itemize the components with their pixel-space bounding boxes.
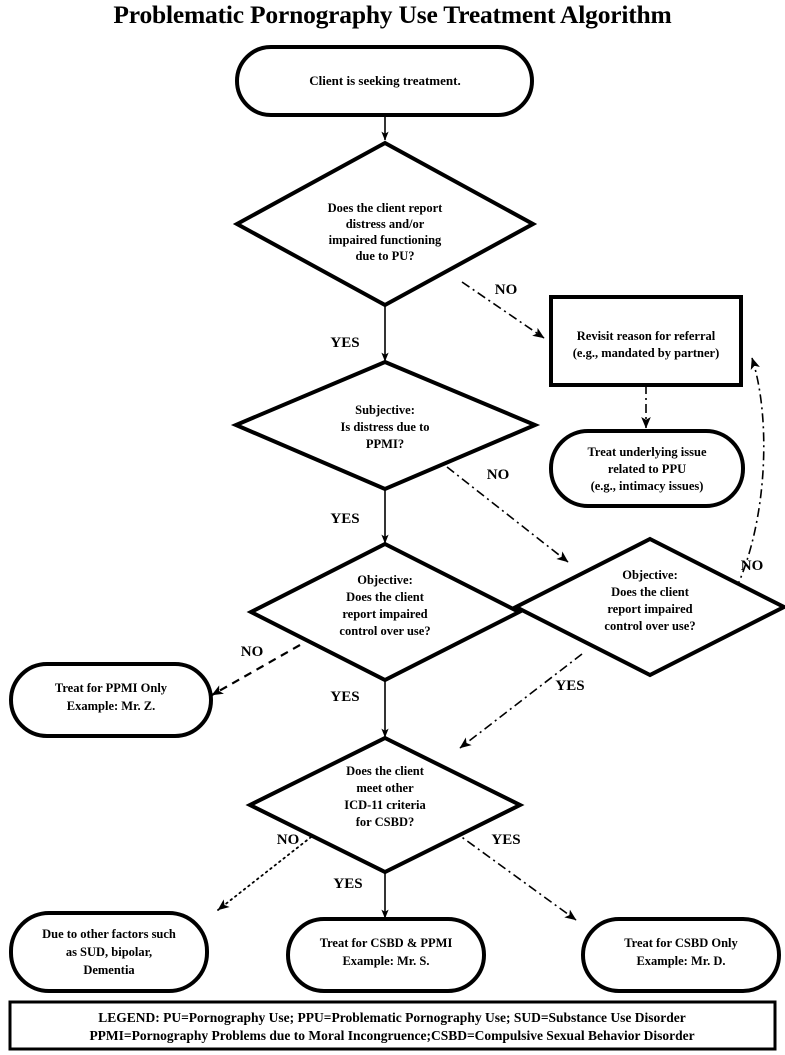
node-other-factors[interactable]: Due to other factors such as SUD, bipola… (9, 911, 209, 993)
node-icd11-line2: meet other (356, 781, 414, 795)
edge-label-distress-no: NO (495, 282, 518, 298)
node-question-icd11[interactable]: Does the client meet other ICD-11 criter… (245, 735, 525, 875)
node-csbd-only-line1: Treat for CSBD Only (624, 936, 738, 950)
node-question-subjective[interactable]: Subjective: Is distress due to PPMI? (230, 359, 541, 492)
node-icd11-line1: Does the client (346, 764, 425, 778)
legend: LEGEND: PU=Pornography Use; PPU=Problema… (8, 1000, 777, 1051)
node-objective-left-line4: control over use? (339, 624, 430, 638)
edge-icd-yes-center: YES (333, 872, 389, 919)
node-question-objective-left[interactable]: Objective: Does the client report impair… (246, 541, 524, 683)
node-objective-left-line2: Does the client (346, 590, 425, 604)
edge-label-icd-no: NO (277, 832, 300, 848)
edge-label-subjective-no: NO (487, 467, 510, 483)
edge-subjective-no: NO (446, 466, 569, 563)
edge-objective-right-no-curve: NO (715, 357, 765, 623)
edge-icd-no: NO (217, 829, 321, 911)
node-other-factors-line3: Dementia (83, 963, 135, 977)
legend-line1: LEGEND: PU=Pornography Use; PPU=Problema… (98, 1010, 686, 1025)
node-icd11-line3: ICD-11 criteria (344, 798, 426, 812)
node-objective-right-line2: Does the client (611, 585, 690, 599)
edge-objective-left-yes: YES (330, 680, 389, 738)
edge-icd-yes-right: YES (451, 829, 577, 921)
node-objective-left-line3: report impaired (342, 607, 427, 621)
edge-objective-left-no: NO (211, 644, 301, 696)
node-distress-line3: impaired functioning (329, 233, 442, 247)
node-treat-csbd-only[interactable]: Treat for CSBD Only Example: Mr. D. (581, 917, 781, 993)
edge-distress-no: NO (461, 281, 545, 339)
node-csbd-ppmi-line2: Example: Mr. S. (342, 954, 429, 968)
node-treat-underlying-line1: Treat underlying issue (588, 445, 707, 459)
page-title: Problematic Pornography Use Treatment Al… (113, 0, 672, 29)
node-revisit-line2: (e.g., mandated by partner) (573, 346, 720, 360)
node-question-objective-right[interactable]: Objective: Does the client report impair… (511, 536, 785, 678)
node-other-factors-line2: as SUD, bipolar, (66, 945, 152, 959)
edge-subjective-yes: YES (330, 489, 389, 544)
node-distress-line2: distress and/or (346, 217, 425, 231)
edge-label-icd-yes-center: YES (333, 876, 362, 892)
edge-label-subjective-yes: YES (330, 511, 359, 527)
node-client-seeking-treatment[interactable]: Client is seeking treatment. (235, 45, 534, 117)
node-ppmi-only-line1: Treat for PPMI Only (55, 681, 168, 695)
node-icd11-line4: for CSBD? (356, 815, 414, 829)
edge-label-objective-right-yes: YES (555, 678, 584, 694)
node-objective-right-line3: report impaired (607, 602, 692, 616)
node-subjective-line2: Is distress due to (340, 420, 429, 434)
node-revisit-line1: Revisit reason for referral (577, 329, 716, 343)
edge-label-icd-yes-right: YES (491, 832, 520, 848)
node-treat-underlying-line3: (e.g., intimacy issues) (591, 479, 704, 493)
node-treat-ppmi-only[interactable]: Treat for PPMI Only Example: Mr. Z. (9, 662, 213, 738)
node-treat-csbd-ppmi[interactable]: Treat for CSBD & PPMI Example: Mr. S. (286, 917, 486, 993)
edge-label-distress-yes: YES (330, 335, 359, 351)
edge-distress-yes: YES (330, 305, 389, 362)
node-distress-line4: due to PU? (355, 249, 414, 263)
node-start-line1: Client is seeking treatment. (309, 73, 460, 88)
legend-line2: PPMI=Pornography Problems due to Moral I… (89, 1028, 694, 1043)
node-subjective-line3: PPMI? (366, 437, 404, 451)
edge-objective-right-yes: YES (459, 653, 585, 749)
edge-label-objective-left-yes: YES (330, 689, 359, 705)
node-csbd-ppmi-line1: Treat for CSBD & PPMI (320, 936, 453, 950)
node-objective-right-line4: control over use? (604, 619, 695, 633)
edge-label-objective-left-no: NO (241, 644, 264, 660)
node-other-factors-line1: Due to other factors such (42, 927, 176, 941)
node-objective-right-line1: Objective: (622, 568, 678, 582)
node-treat-underlying-issue[interactable]: Treat underlying issue related to PPU (e… (549, 429, 745, 508)
node-treat-underlying-line2: related to PPU (608, 462, 686, 476)
node-subjective-line1: Subjective: (355, 403, 415, 417)
node-csbd-only-line2: Example: Mr. D. (636, 954, 725, 968)
node-revisit-reason[interactable]: Revisit reason for referral (e.g., manda… (549, 295, 743, 387)
node-ppmi-only-line2: Example: Mr. Z. (67, 699, 155, 713)
node-question-distress[interactable]: Does the client report distress and/or i… (232, 140, 538, 308)
node-distress-line1: Does the client report (328, 201, 444, 215)
node-objective-left-line1: Objective: (357, 573, 413, 587)
edge-label-objective-right-no: NO (741, 558, 764, 574)
